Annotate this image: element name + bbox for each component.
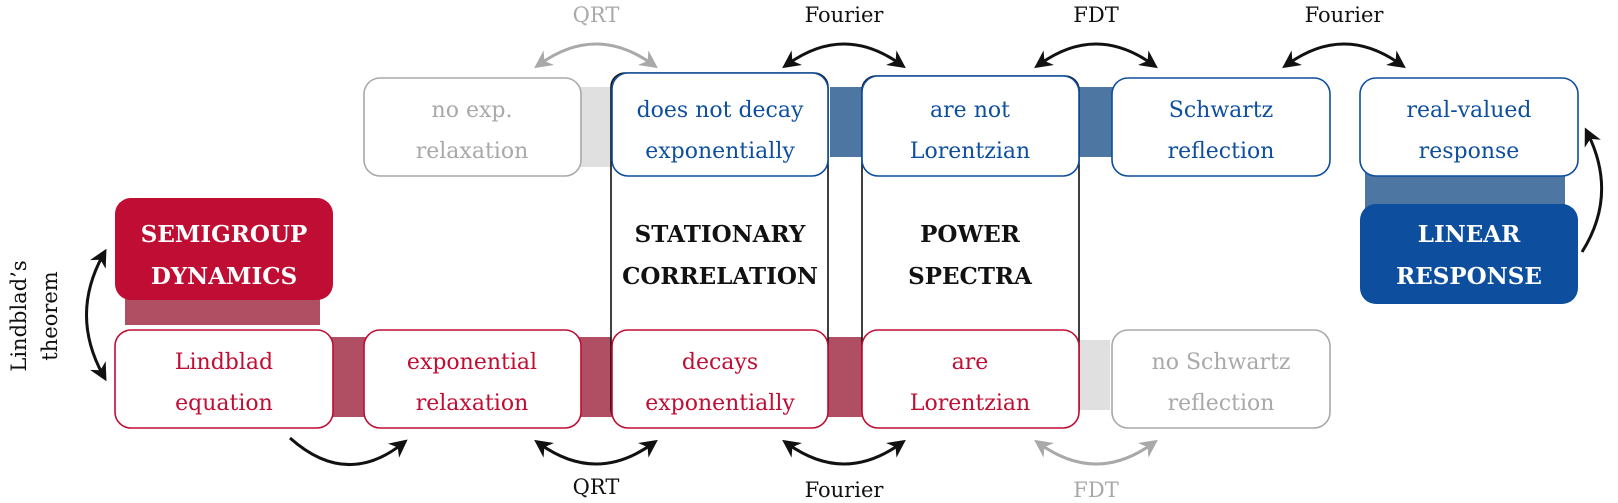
- not-lorentzian-line1: are not: [930, 98, 1010, 123]
- fourier-top-arrow-2: [1282, 42, 1406, 69]
- fdt-top-label: FDT: [1073, 3, 1118, 27]
- real-valued-line1: real-valued: [1407, 98, 1532, 123]
- lindblad-line1: Lindblad: [175, 350, 273, 375]
- power-line2: SPECTRA: [908, 263, 1033, 290]
- exponential-relaxation-box: [363, 329, 582, 429]
- no-decay-line1: does not decay: [637, 98, 804, 123]
- no-decay-line2: exponentially: [645, 139, 795, 164]
- linear-response-box: [1360, 204, 1578, 304]
- power-line1: POWER: [920, 221, 1021, 248]
- linear-line1: LINEAR: [1418, 221, 1521, 248]
- fdt-bottom-label: FDT: [1073, 478, 1118, 502]
- connectors: [125, 87, 1565, 417]
- real-valued-response-box: [1359, 77, 1579, 177]
- schwartz-reflection-box: [1111, 77, 1331, 177]
- decays-line2: exponentially: [645, 391, 795, 416]
- are-not-lorentzian-box: [861, 75, 1080, 177]
- fourier-top-arrow-1: [782, 42, 906, 69]
- stationary-line2: CORRELATION: [622, 263, 818, 290]
- qrt-top-label: QRT: [573, 3, 620, 27]
- schwartz-line1: Schwartz: [1169, 98, 1273, 123]
- semigroup-line1: SEMIGROUP: [141, 221, 308, 248]
- no-exp-relaxation-box: [363, 77, 582, 177]
- no-schwartz-line2: reflection: [1168, 391, 1275, 416]
- qrt-bottom-arrow: [534, 439, 658, 466]
- decays-line1: decays: [682, 350, 758, 375]
- qrt-top-arrow: [534, 42, 658, 69]
- lindblad-theorem-line2: theorem: [38, 271, 62, 361]
- semigroup-dynamics-box: [115, 198, 333, 300]
- fourier-top-label-2: Fourier: [1305, 3, 1385, 27]
- real-valued-line2: response: [1419, 139, 1520, 164]
- lindblad-to-exp-arrow: [289, 436, 408, 466]
- qrt-bottom-label: QRT: [573, 475, 620, 499]
- does-not-decay-box: [611, 72, 829, 177]
- lindblad-equation-box: [114, 329, 334, 429]
- lorentzian-line2: Lorentzian: [910, 391, 1030, 416]
- lindblad-line2: equation: [175, 391, 273, 416]
- schwartz-line2: reflection: [1168, 139, 1275, 164]
- are-lorentzian-box: [861, 329, 1080, 429]
- linear-to-real-arrow: [1580, 127, 1604, 253]
- semigroup-line2: DYNAMICS: [151, 263, 297, 290]
- not-lorentzian-line2: Lorentzian: [910, 139, 1030, 164]
- no-schwartz-reflection-box: [1111, 329, 1331, 429]
- no-schwartz-line1: no Schwartz: [1152, 350, 1291, 375]
- exp-relax-line1: exponential: [407, 350, 537, 375]
- no-exp-line1: no exp.: [432, 98, 513, 123]
- decays-exponentially-box: [611, 329, 829, 429]
- fdt-top-arrow: [1034, 42, 1158, 69]
- fourier-bottom-arrow: [782, 439, 906, 466]
- exp-relax-line2: relaxation: [416, 391, 529, 416]
- stationary-line1: STATIONARY: [635, 221, 806, 248]
- lorentzian-line1: are: [952, 350, 989, 375]
- fourier-top-label-1: Fourier: [805, 3, 885, 27]
- no-exp-line2: relaxation: [416, 139, 529, 164]
- linear-line2: RESPONSE: [1396, 263, 1542, 290]
- lindblad-theorem-line1: Lindblad’s: [7, 260, 31, 371]
- fourier-bottom-label: Fourier: [805, 478, 885, 502]
- lindblad-theorem-arrow: [85, 248, 107, 382]
- fdt-bottom-arrow: [1034, 439, 1158, 466]
